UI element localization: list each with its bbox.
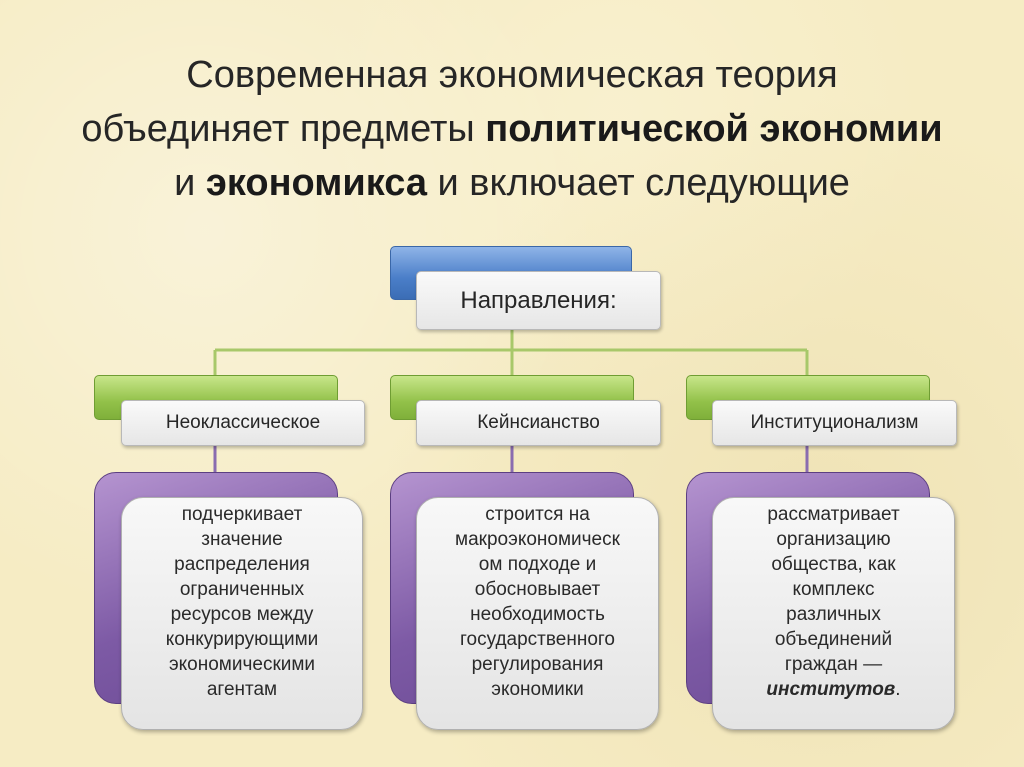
title-line-2: объединяет предметы политической экономи…: [81, 108, 943, 150]
desc-3-line: организацию: [776, 529, 891, 550]
title-emphasis-economics: экономикса: [205, 162, 427, 204]
description-card-2: строится на макроэкономическ ом подходе …: [416, 497, 659, 730]
description-card-1: подчеркивает значение распределения огра…: [121, 497, 363, 730]
desc-3-line: различных: [786, 604, 881, 625]
title-emphasis-political-economy: политической экономии: [485, 108, 943, 150]
direction-label-2: Кейнсианство: [416, 400, 661, 446]
desc-3-emphasis-institutions: институтов: [766, 679, 896, 700]
root-label: Направления:: [416, 271, 661, 330]
desc-1-line: ограниченных: [179, 579, 305, 600]
title-line-1: Современная экономическая теория: [186, 54, 838, 96]
desc-1-line: распределения: [174, 554, 310, 575]
desc-2-line: экономики: [491, 679, 584, 700]
desc-3-line: объединений: [774, 629, 893, 650]
desc-1-line: ресурсов между: [170, 604, 314, 625]
desc-2-line: регулирования: [471, 654, 604, 675]
desc-3-line: общества, как: [771, 554, 896, 575]
desc-1-line: конкурирующими: [165, 629, 319, 650]
desc-2-line: государственного: [460, 629, 615, 650]
desc-3-line: институтов.: [766, 679, 901, 700]
desc-1-line: экономическими: [168, 654, 316, 675]
title-line-3: и экономикса и включает следующие: [174, 162, 850, 204]
desc-2-line: ом подходе и: [478, 554, 597, 575]
desc-1-line: подчеркивает: [181, 504, 303, 525]
desc-2-line: необходимость: [470, 604, 605, 625]
desc-3-line: граждан —: [784, 654, 883, 675]
desc-3-line: комплекс: [792, 579, 875, 600]
direction-label-1: Неоклассическое: [121, 400, 365, 446]
desc-3-line: рассматривает: [767, 504, 900, 525]
desc-2-line: строится на: [485, 504, 590, 525]
direction-label-3: Институционализм: [712, 400, 957, 446]
slide-title: Современная экономическая теория объедин…: [0, 48, 1024, 210]
desc-1-line: агентам: [206, 679, 278, 700]
desc-2-line: макроэкономическ: [455, 529, 620, 550]
desc-1-line: значение: [201, 529, 283, 550]
desc-2-line: обосновывает: [474, 579, 601, 600]
description-card-3: рассматривает организацию общества, как …: [712, 497, 955, 730]
